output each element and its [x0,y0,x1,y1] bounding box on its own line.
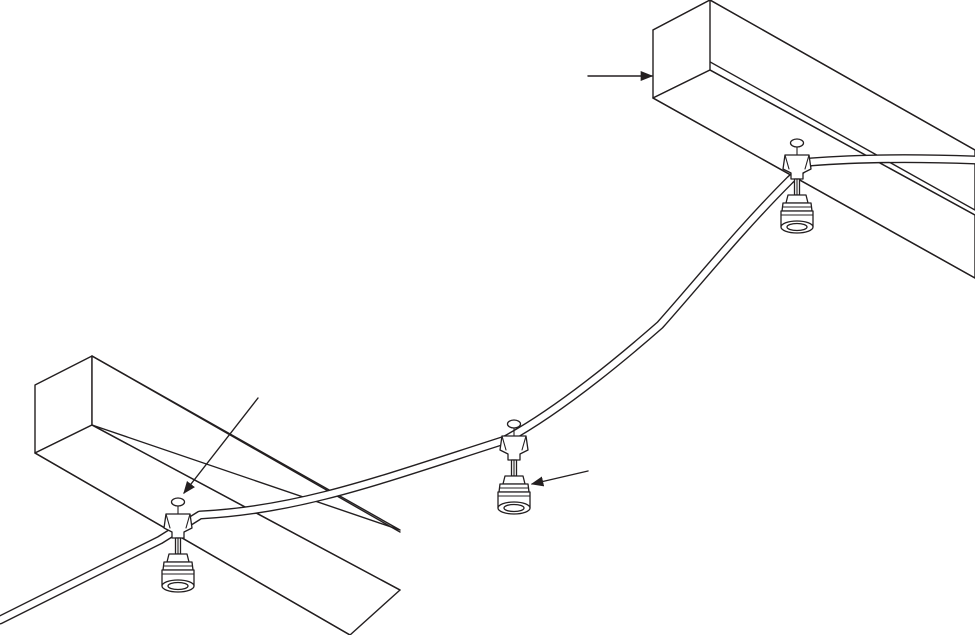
upper-beam-edge-bottom [652,97,975,279]
upper-beam-edge-mid [709,69,975,216]
leader-arrow-hook [183,397,259,494]
upper-beam [652,0,975,279]
lampholder-middle [497,419,531,515]
lower-beam [34,355,401,635]
leader-arrow-lampholder [530,470,589,487]
upper-beam-edge-top [709,0,975,151]
lower-beam-edge-top [91,355,401,533]
lower-beam-edge-bottom [34,452,351,635]
